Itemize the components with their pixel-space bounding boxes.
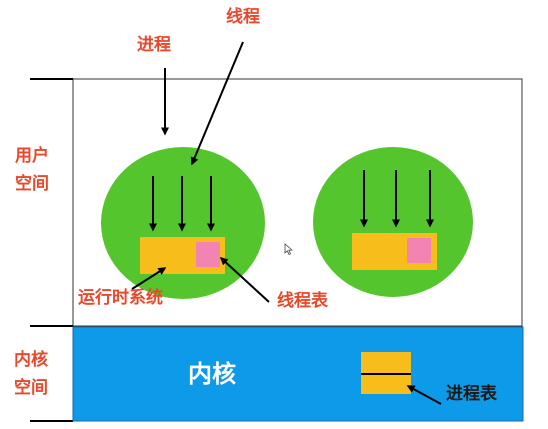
runtime-system-label-arrow: [131, 267, 167, 290]
user-space-label: 用户 空间: [10, 142, 54, 198]
mouse-cursor-icon: [284, 243, 294, 256]
thread-table-label: 线程表: [277, 291, 328, 311]
thread-table-box-left: [196, 242, 220, 267]
thread-table-box-right: [407, 238, 431, 263]
kernel-space-label-line-1: 内核: [14, 350, 48, 370]
runtime-system-label: 运行时系统: [78, 288, 163, 308]
kernel-space-label: 内核 空间: [9, 346, 53, 402]
kernel-space-label-line-2: 空间: [14, 378, 48, 398]
process-circle-right: [313, 147, 473, 297]
thread-table-label-arrow: [219, 256, 270, 303]
user-space-label-line-2: 空间: [15, 174, 49, 194]
thread-label-arrow: [190, 41, 244, 166]
user-space-label-line-1: 用户: [15, 146, 49, 166]
thread-label: 线程: [226, 7, 260, 27]
process-label: 进程: [137, 35, 171, 55]
kernel-area: [72, 326, 524, 422]
kernel-label: 内核: [188, 360, 236, 388]
process-table-label-arrow: [406, 385, 442, 405]
process-table-label: 进程表: [446, 384, 497, 404]
